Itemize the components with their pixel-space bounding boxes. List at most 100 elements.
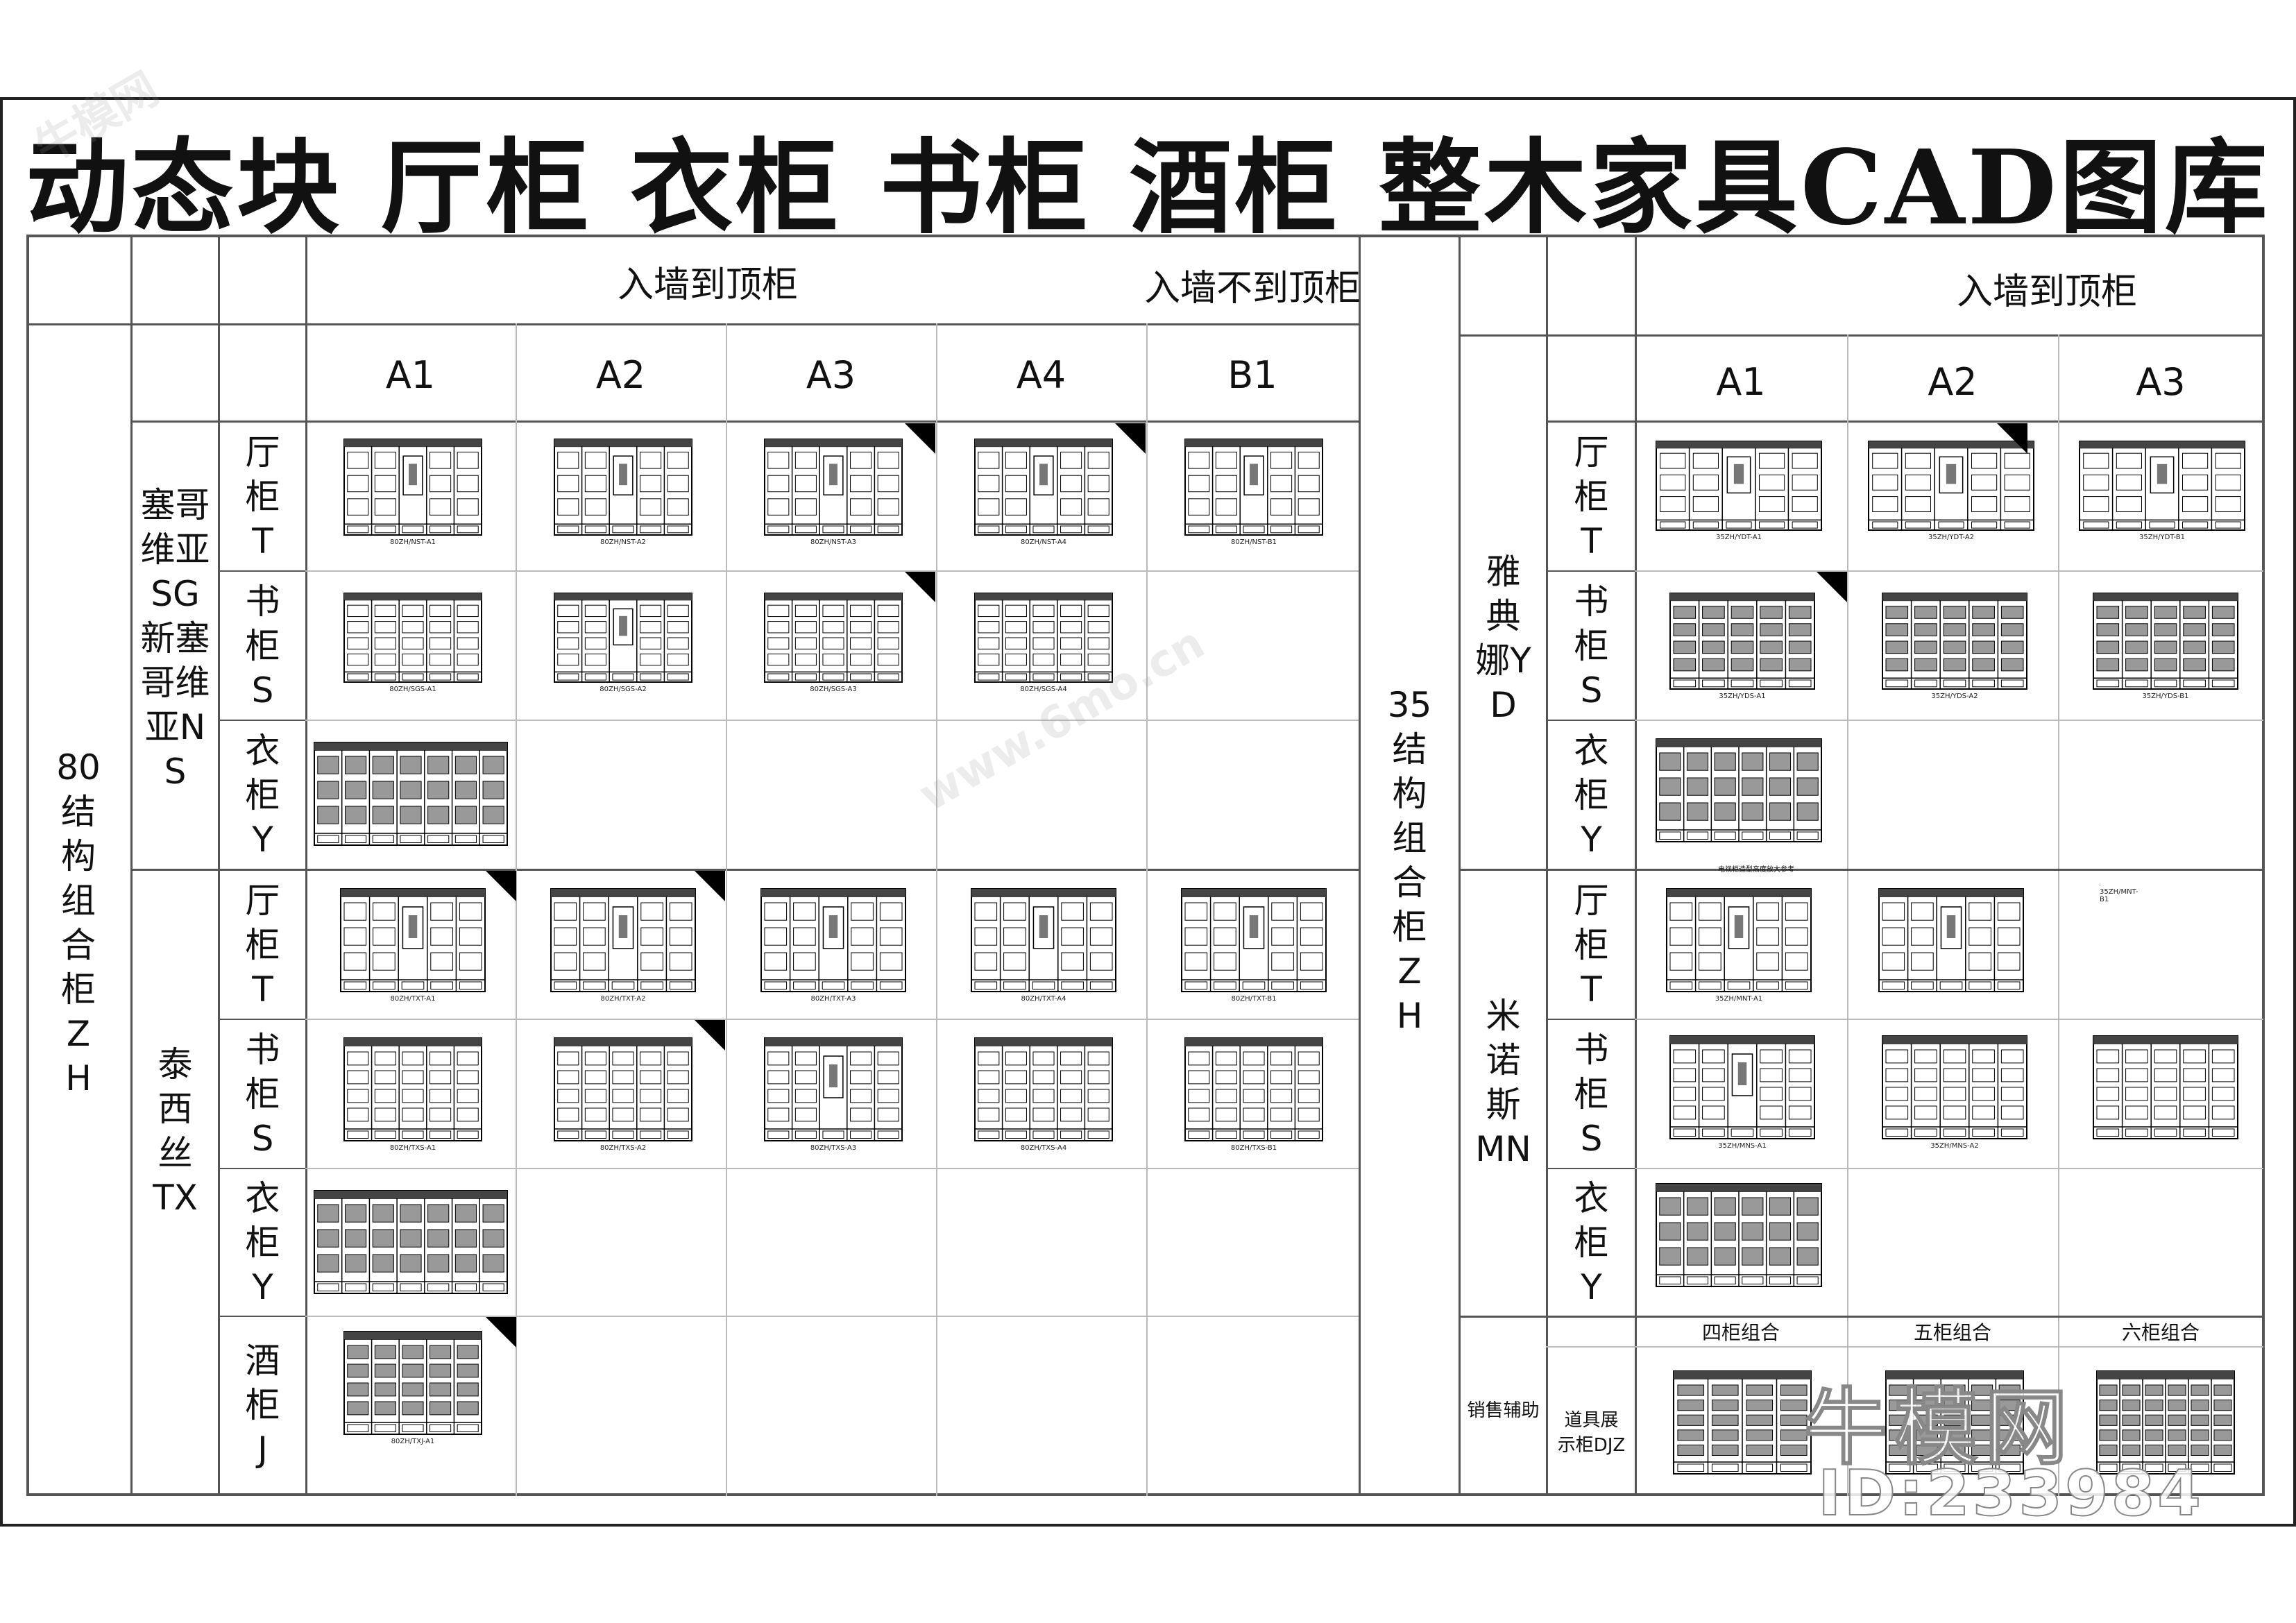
drawing-code-label: 35ZH/YDT-A2 <box>1928 534 1975 541</box>
drawing-code-label: 35ZH/YDT-B1 <box>2139 534 2185 541</box>
drawing-code-label: 80ZH/TXT-B1 <box>1231 995 1277 1003</box>
cabinet-elevation-drawing: 80ZH/TXS-A2 <box>554 1037 692 1154</box>
corner-marker-icon <box>1817 572 1847 602</box>
right-row-label-yd-y: 衣柜Y <box>1574 730 1609 860</box>
cabinet-elevation-drawing: 80ZH/SGS-A2 <box>554 593 692 695</box>
cabinet-elevation-drawing: 35ZH/YDS-A2 <box>1882 593 2027 702</box>
cabinet-elevation-drawing <box>1656 1183 1822 1300</box>
drawing-code-label: 35ZH/YDS-A2 <box>1931 692 1978 700</box>
cabinet-elevation-drawing: 35ZH/MNT-A1 <box>1666 888 1812 1005</box>
series-label-mn: 米诺斯MN <box>1475 996 1531 1169</box>
cabinet-elevation-drawing: 80ZH/TXT-A1 <box>340 888 486 1005</box>
drawing-code-label: 80ZH/NST-A1 <box>389 538 436 546</box>
sales-aid-label: 销售辅助 <box>1467 1400 1540 1421</box>
cabinet-elevation-drawing: 35ZH/YDT-A1 <box>1656 441 1822 543</box>
corner-marker-icon <box>1997 423 2027 454</box>
right-row-label-mnt: 厅柜T <box>1574 880 1609 1010</box>
cabinet-elevation-drawing: 80ZH/NST-A2 <box>554 439 692 548</box>
right-column-a1: A1 <box>1716 359 1766 404</box>
drawing-code-label: 80ZH/TXT-A4 <box>1021 995 1066 1003</box>
cabinet-elevation-drawing: 80ZH/TXT-B1 <box>1181 888 1327 1005</box>
cabinet-elevation-drawing: 80ZH/TXS-B1 <box>1184 1037 1323 1154</box>
cabinet-elevation-drawing: 35ZH/YDT-A2 <box>1868 441 2034 543</box>
drawing-code-label: 80ZH/SGS-A1 <box>389 686 436 693</box>
column-header-b1: B1 <box>1227 352 1277 397</box>
drawing-code-label: 35ZH/YDT-A1 <box>1715 534 1762 541</box>
corner-marker-icon <box>905 572 935 602</box>
corner-marker-icon <box>486 1317 516 1348</box>
row-label-ns-y: 衣柜Y <box>245 730 280 860</box>
cabinet-elevation-drawing <box>1656 738 1822 855</box>
row-label-txs: 书柜S <box>245 1029 280 1159</box>
cabinet-elevation-drawing: 80ZH/NST-A3 <box>764 439 903 548</box>
row-label-txj: 酒柜J <box>245 1341 280 1470</box>
cabinet-elevation-drawing: 80ZH/TXT-A4 <box>971 888 1116 1005</box>
corner-marker-icon <box>695 1020 725 1051</box>
cabinet-elevation-drawing <box>2093 1035 2238 1152</box>
right-header-to-ceiling: 入墙到顶柜 <box>1956 271 2137 313</box>
drawing-code-label: 80ZH/TXT-A2 <box>600 995 646 1003</box>
combo-6-header: 六柜组合 <box>2121 1321 2200 1344</box>
corner-marker-icon <box>695 871 725 901</box>
drawing-code-label: 35ZH/YDS-B1 <box>2142 692 2189 700</box>
row-label-tx-y: 衣柜Y <box>245 1178 280 1307</box>
drawing-code-label: 80ZH/NST-A4 <box>1020 538 1067 546</box>
column-header-a4: A4 <box>1016 352 1066 397</box>
right-column-a2: A2 <box>1928 359 1978 404</box>
drawing-code-label: 35ZH/YDS-A1 <box>1719 692 1766 700</box>
header-not-to-ceiling: 入墙不到顶柜 <box>1143 267 1361 309</box>
cabinet-elevation-drawing: 80ZH/TXT-A2 <box>550 888 696 1005</box>
mnt-note: 电视柜造型高度放大参考 <box>1718 866 1794 874</box>
corner-marker-icon <box>486 871 516 901</box>
cabinet-elevation-drawing <box>1673 1370 1812 1487</box>
cabinet-elevation-drawing: 35ZH/YDT-B1 <box>2079 441 2245 543</box>
cabinet-elevation-drawing: 35ZH/YDS-A1 <box>1669 593 1815 702</box>
series-label-yd: 雅典娜YD <box>1475 552 1531 725</box>
cabinet-elevation-drawing <box>314 742 508 858</box>
right-row-label-mns: 书柜S <box>1574 1029 1609 1159</box>
cabinet-elevation-drawing: 35ZH/MNS-A2 <box>1882 1035 2027 1152</box>
cabinet-elevation-drawing: 80ZH/NST-B1 <box>1184 439 1323 548</box>
drawing-code-label: 80ZH/TXS-B1 <box>1230 1144 1277 1152</box>
corner-marker-icon <box>905 423 935 454</box>
row-label-txt: 厅柜T <box>245 880 280 1010</box>
right-row-label-mn-y: 衣柜Y <box>1574 1178 1609 1307</box>
drawing-code-label: 80ZH/TXJ-A1 <box>391 1438 435 1445</box>
drawing-code-label: 80ZH/TXS-A2 <box>599 1144 647 1152</box>
cabinet-elevation-drawing <box>2096 1370 2235 1487</box>
drawing-code-label: 80ZH/TXS-A4 <box>1020 1144 1067 1152</box>
combo-5-header: 五柜组合 <box>1913 1321 1991 1344</box>
drawing-code-label: 80ZH/NST-A3 <box>810 538 857 546</box>
drawing-code-label: 80ZH/NST-A2 <box>599 538 647 546</box>
row-label-nst: 厅柜T <box>245 432 280 561</box>
cabinet-elevation-drawing: 35ZH/YDS-B1 <box>2093 593 2238 702</box>
drawing-code-label: 80ZH/TXT-A1 <box>390 995 436 1003</box>
group-label-80zh: 80结构组合柜ZH <box>56 747 101 1098</box>
header-to-ceiling: 入墙到顶柜 <box>617 264 798 306</box>
series-label-tx: 泰西丝TX <box>153 1044 198 1218</box>
drawing-code-label: 80ZH/NST-B1 <box>1231 538 1277 546</box>
column-header-a3: A3 <box>806 352 856 397</box>
drawing-code-label: 35ZH/MNS-A2 <box>1930 1142 1979 1150</box>
cabinet-elevation-drawing: 80ZH/SGS-A1 <box>343 593 482 695</box>
cabinet-elevation-drawing: 80ZH/NST-A4 <box>974 439 1113 548</box>
cabinet-elevation-drawing: 80ZH/TXS-A3 <box>764 1037 903 1154</box>
cabinet-elevation-drawing: 80ZH/TXS-A1 <box>343 1037 482 1154</box>
series-label-sg-ns: 塞哥维亚SG新塞哥维亚NS <box>140 485 210 792</box>
drawing-code-label: 80ZH/SGS-A2 <box>599 686 647 693</box>
cabinet-elevation-drawing <box>1885 1370 2024 1487</box>
corner-marker-icon <box>1115 423 1146 454</box>
watermark-id: ID:233984 <box>1817 1456 2204 1531</box>
column-header-a1: A1 <box>385 352 436 397</box>
cabinet-elevation-drawing <box>1878 888 2024 1005</box>
cabinet-elevation-drawing: 80ZH/TXS-A4 <box>974 1037 1113 1154</box>
cabinet-elevation-drawing: 80ZH/NST-A1 <box>343 439 482 548</box>
drawing-frame <box>0 97 2296 1527</box>
drawing-code-label: 80ZH/TXT-A3 <box>810 995 856 1003</box>
drawing-code-label: 80ZH/TXS-A1 <box>389 1144 436 1152</box>
drawing-code-label: 35ZH/MNT-A1 <box>1715 995 1763 1003</box>
cabinet-elevation-drawing <box>314 1190 508 1307</box>
page-title: 动态块 厅柜 衣柜 书柜 酒柜 整木家具CAD图库 <box>26 127 2270 248</box>
watermark-logo: 牛模网 <box>1803 1379 2075 1477</box>
column-header-a2: A2 <box>595 352 646 397</box>
